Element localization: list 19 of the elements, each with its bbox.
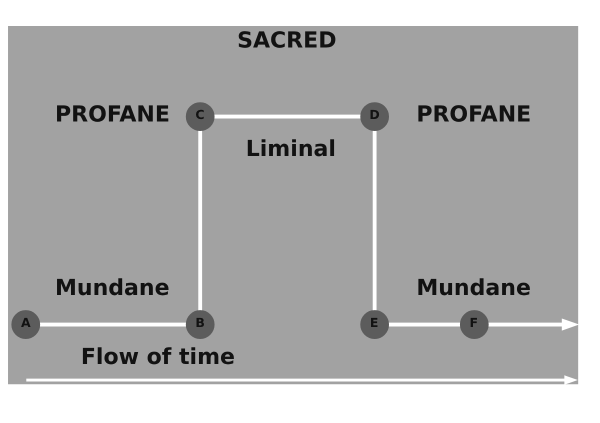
connector xyxy=(40,322,186,326)
label: PROFANE xyxy=(416,102,532,127)
node-circle: A xyxy=(11,310,40,338)
label: PROFANE xyxy=(54,102,170,127)
node-circle: F xyxy=(460,310,489,338)
label: SACRED xyxy=(237,28,336,53)
label: Mundane xyxy=(416,275,531,300)
connector xyxy=(388,322,460,326)
label: Mundane xyxy=(54,275,170,300)
connector xyxy=(372,130,377,310)
node-circle: E xyxy=(360,310,390,338)
label: Liminal xyxy=(246,136,336,162)
connector xyxy=(198,130,202,310)
node-circle: C xyxy=(186,102,215,130)
arrow xyxy=(488,318,580,330)
node-circle: B xyxy=(186,310,215,338)
label: Flow of time xyxy=(80,344,236,370)
node-circle: D xyxy=(360,102,390,130)
connector xyxy=(214,114,361,118)
